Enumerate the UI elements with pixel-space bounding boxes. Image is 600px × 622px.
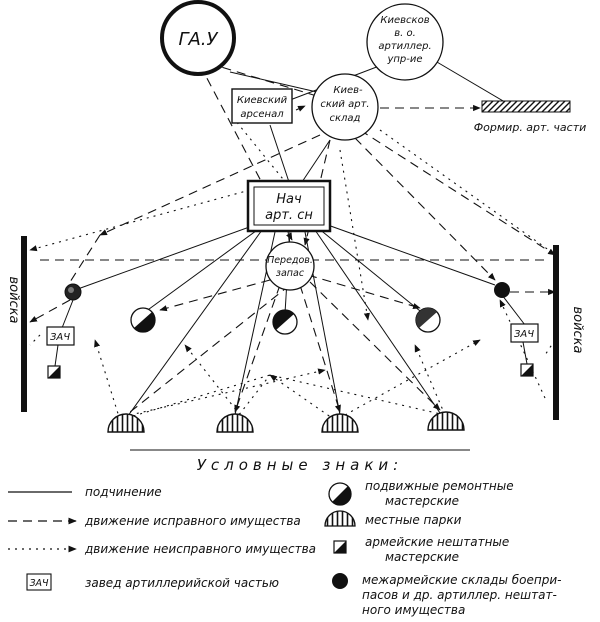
svg-text:ного имущества: ного имущества [362,603,465,617]
svg-text:в. о.: в. о. [394,28,416,39]
svg-text:мастерские: мастерские [385,494,459,508]
node-kiev-vo: Киевсков в. о. артиллер. упр-ие [366,3,444,81]
svg-text:движение исправного имущества: движение исправного имущества [84,514,301,528]
svg-text:войска: войска [6,276,21,323]
svg-text:пасов и др. артиллер. нештат-: пасов и др. артиллер. нештат- [362,588,557,602]
legend-army-workshops: армейские нештатные мастерские [333,535,509,564]
node-nach-art-sn: Нач арт. сн [246,179,332,233]
svg-text:завед артиллерийской частью: завед артиллерийской частью [85,576,279,590]
legend-subordination: подчинение [8,485,162,499]
node-gau: ГА.У [160,0,236,76]
svg-text:Формир. арт. части: Формир. арт. части [474,121,587,134]
svg-text:ЗАЧ: ЗАЧ [514,329,534,340]
svg-text:запас: запас [276,268,305,279]
svg-text:ЗАЧ: ЗАЧ [50,332,70,343]
army-workshop-left [47,365,61,379]
zach-left: ЗАЧ [46,326,75,346]
svg-text:подчинение: подчинение [85,485,162,499]
svg-text:Киевский: Киевский [237,95,288,106]
local-park-2 [216,413,254,433]
legend-good-movement: движение исправного имущества [8,514,301,528]
svg-text:арсенал: арсенал [240,109,284,120]
faulty-movement-lines [29,119,561,421]
svg-text:войска: войска [570,306,585,353]
local-park-3 [321,413,359,433]
legend-title: Условные знаки: [197,456,403,474]
troops-left: войска [6,236,27,412]
svg-text:Нач: Нач [276,192,302,207]
legend: Условные знаки: подчинение движение испр… [8,449,561,617]
local-park-1 [107,413,145,433]
svg-text:движение неисправного имуществ: движение неисправного имущества [84,542,316,556]
troops-right: войска [553,245,585,420]
node-kiev-art-sklad: Киев- ский арт. склад [311,73,379,141]
svg-text:подвижные ремонтные: подвижные ремонтные [365,479,514,493]
svg-text:артиллер.: артиллер. [378,41,431,52]
legend-inter-army-depots: межармейские склады боепри- пасов и др. … [332,573,561,617]
svg-text:ский арт.: ский арт. [320,99,369,110]
inter-army-depot-left [64,283,82,301]
node-kiev-arsenal: Киевский арсенал [231,88,293,124]
svg-text:армейские нештатные: армейские нештатные [365,535,509,549]
mobile-workshop-1 [130,307,156,333]
svg-text:мастерские: мастерские [385,550,459,564]
svg-text:склад: склад [330,113,361,124]
svg-text:Киев-: Киев- [333,85,363,96]
svg-text:упр-ие: упр-ие [386,54,422,65]
gau-label: ГА.У [178,29,218,50]
svg-text:арт. сн: арт. сн [265,208,313,223]
legend-local-parks: местные парки [324,510,462,527]
local-park-4 [427,411,465,431]
svg-text:местные парки: местные парки [365,513,462,527]
svg-text:межармейские склады боепри-: межармейские склады боепри- [362,573,561,587]
inter-army-depot-right [494,282,510,298]
legend-zach: ЗАЧ завед артиллерийской частью [26,573,279,591]
zach-right: ЗАЧ [510,323,539,343]
army-workshop-right [520,363,534,377]
node-pered-zapas: Передов. запас [265,241,315,291]
legend-faulty-movement: движение неисправного имущества [8,542,316,556]
legend-mobile-workshops: подвижные ремонтные мастерские [328,479,514,508]
svg-text:Передов.: Передов. [267,255,313,266]
mobile-workshop-3 [415,307,441,333]
node-formir-art-chasti: Формир. арт. части [474,100,587,134]
svg-text:ЗАЧ: ЗАЧ [29,578,49,589]
mobile-workshop-2 [272,309,298,335]
svg-text:Киевсков: Киевсков [380,15,429,26]
